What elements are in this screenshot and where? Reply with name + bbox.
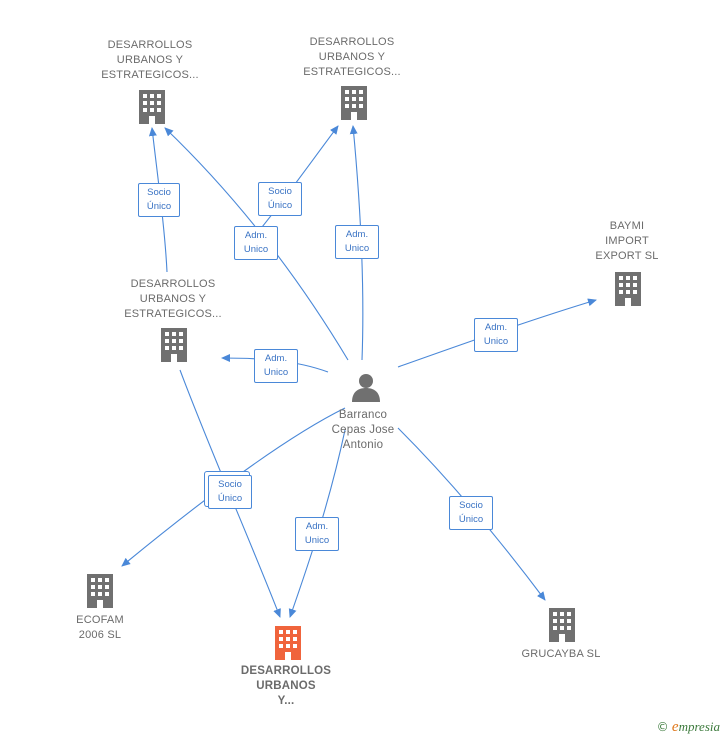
- edge-label-socio-unico: Socio Único: [258, 182, 302, 216]
- brand-name: mpresia: [678, 719, 720, 734]
- edge-label-adm-unico: Adm. Unico: [234, 226, 278, 260]
- edge-label-socio-unico: Socio Único: [138, 183, 180, 217]
- copyright-icon: ©: [656, 720, 669, 734]
- node-label-ecofam[interactable]: ECOFAM 2006 SL: [76, 614, 124, 641]
- person-icon[interactable]: [350, 372, 382, 407]
- building-icon[interactable]: [136, 90, 168, 129]
- edge-label-adm-unico: Adm. Unico: [474, 318, 518, 352]
- node-label-top-center[interactable]: DESARROLLOS URBANOS Y ESTRATEGICOS...: [303, 36, 401, 78]
- node-label-focus[interactable]: DESARROLLOS URBANOS Y...: [240, 665, 332, 707]
- building-icon[interactable]: [546, 608, 578, 647]
- edge-label-adm-unico: Adm. Unico: [254, 349, 298, 383]
- node-label-grucayba[interactable]: GRUCAYBA SL: [521, 648, 601, 660]
- building-icon[interactable]: [338, 86, 370, 125]
- building-icon[interactable]: [272, 626, 304, 665]
- edge-label-socio-unico: Socio Único: [208, 475, 252, 509]
- node-label-top-left[interactable]: DESARROLLOS URBANOS Y ESTRATEGICOS...: [101, 39, 199, 81]
- edge-label-adm-unico: Adm. Unico: [295, 517, 339, 551]
- building-icon[interactable]: [158, 328, 190, 367]
- node-label-baymi[interactable]: BAYMI IMPORT EXPORT SL: [595, 220, 659, 262]
- brand-logo: © empresia: [657, 719, 720, 736]
- building-icon[interactable]: [84, 574, 116, 613]
- node-label-mid-left[interactable]: DESARROLLOS URBANOS Y ESTRATEGICOS...: [124, 278, 222, 320]
- edge-label-adm-unico: Adm. Unico: [335, 225, 379, 259]
- brand-initial: e: [671, 719, 679, 735]
- node-label-person[interactable]: Barranco Cepas Jose Antonio: [331, 409, 395, 451]
- building-icon[interactable]: [612, 272, 644, 311]
- edge-label-socio-unico: Socio Único: [449, 496, 493, 530]
